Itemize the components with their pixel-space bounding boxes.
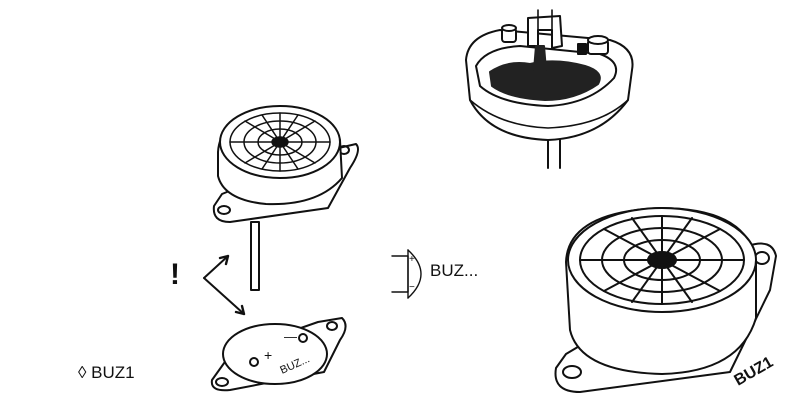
- large-part-label: BUZ1: [732, 354, 777, 390]
- symbol-minus: −: [409, 282, 415, 293]
- buzzer-schematic-symbol: + −: [391, 249, 422, 299]
- caption-text: BUZ1: [91, 363, 135, 382]
- large-buzzer-grille: [579, 215, 745, 305]
- bottom-hole-right: [326, 321, 338, 331]
- sink-water: [489, 60, 601, 101]
- buzzer-large: BUZ1: [554, 207, 777, 393]
- small-buzzer-grille: [229, 112, 331, 172]
- flange-hole-left: [217, 205, 231, 215]
- small-buzzer-lead: [250, 221, 260, 291]
- buzzer-bottom-view: + — BUZ...: [210, 317, 347, 392]
- flip-arrows: [203, 254, 246, 316]
- bottom-disc: [222, 323, 328, 385]
- bottom-minus-mark: —: [284, 329, 297, 344]
- terminal-minus: [298, 333, 308, 343]
- arrow-down-head: [234, 304, 246, 316]
- bottom-plus-mark: +: [264, 347, 272, 363]
- caption: ◊ BUZ1: [78, 363, 135, 383]
- symbol-arc: [407, 249, 422, 299]
- large-hole-left: [562, 365, 582, 379]
- schematic-label: BUZ...: [430, 261, 479, 280]
- sink-illustration: [465, 9, 634, 169]
- buzzer-small-top: [212, 105, 359, 291]
- warning-mark: !: [170, 258, 180, 291]
- diamond-icon: ◊: [78, 363, 87, 382]
- faucet-stream: [533, 45, 547, 71]
- terminal-plus: [249, 357, 259, 367]
- bottom-hole-left: [215, 377, 229, 387]
- arrow-up-head: [218, 254, 230, 266]
- symbol-plus: +: [409, 254, 415, 265]
